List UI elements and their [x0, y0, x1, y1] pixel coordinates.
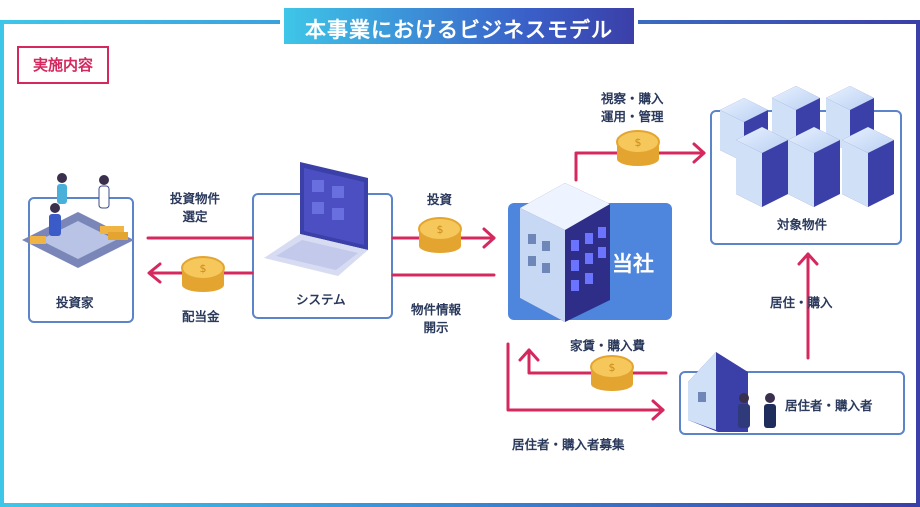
residents-label: 居住者・購入者 — [785, 398, 873, 413]
flow-recruit-label: 居住者・購入者募集 — [512, 437, 625, 452]
house-icon — [688, 352, 748, 432]
flow-invest-label: 投資 — [427, 192, 453, 207]
flow-disclose-line2: 開示 — [423, 320, 449, 335]
investor-label: 投資家 — [56, 295, 94, 310]
flow-rent-label: 家賃・購入費 — [570, 338, 646, 353]
coin-icon: $ — [418, 217, 462, 253]
arrow-manage — [574, 151, 706, 182]
coin-icon: $ — [590, 355, 634, 391]
coin-icon: $ — [616, 130, 660, 166]
flow-live-buy-label: 居住・購入 — [770, 295, 833, 310]
flow-select-line1: 投資物件 — [170, 191, 221, 206]
flow-select-line2: 選定 — [182, 209, 208, 224]
building-icon — [720, 86, 894, 207]
flow-manage-line2: 運用・管理 — [601, 109, 664, 124]
diagram-title: 本事業におけるビジネスモデル — [280, 4, 638, 48]
svg-text:$: $ — [635, 136, 642, 149]
flow-dividend-label: 配当金 — [182, 309, 220, 324]
building-icon — [520, 183, 610, 322]
flow-disclose-label: 物件情報 開示 — [411, 301, 461, 337]
system-label: システム — [296, 292, 346, 307]
section-tag: 実施内容 — [17, 46, 109, 84]
properties-label: 対象物件 — [777, 217, 828, 232]
flow-select-label: 投資物件 選定 — [170, 190, 220, 226]
flow-disclose-line1: 物件情報 — [411, 302, 462, 317]
coin-icon: $ — [181, 256, 225, 292]
svg-text:$: $ — [437, 223, 444, 236]
arrow-recruit — [506, 342, 665, 412]
svg-text:$: $ — [609, 361, 616, 374]
people-icon — [738, 393, 776, 428]
company-label: 当社 — [612, 252, 654, 276]
svg-text:$: $ — [200, 262, 207, 275]
people-icon — [22, 173, 134, 268]
flow-manage-label: 視察・購入 運用・管理 — [601, 90, 664, 126]
flow-manage-line1: 視察・購入 — [601, 91, 664, 106]
laptop-icon — [264, 162, 368, 276]
